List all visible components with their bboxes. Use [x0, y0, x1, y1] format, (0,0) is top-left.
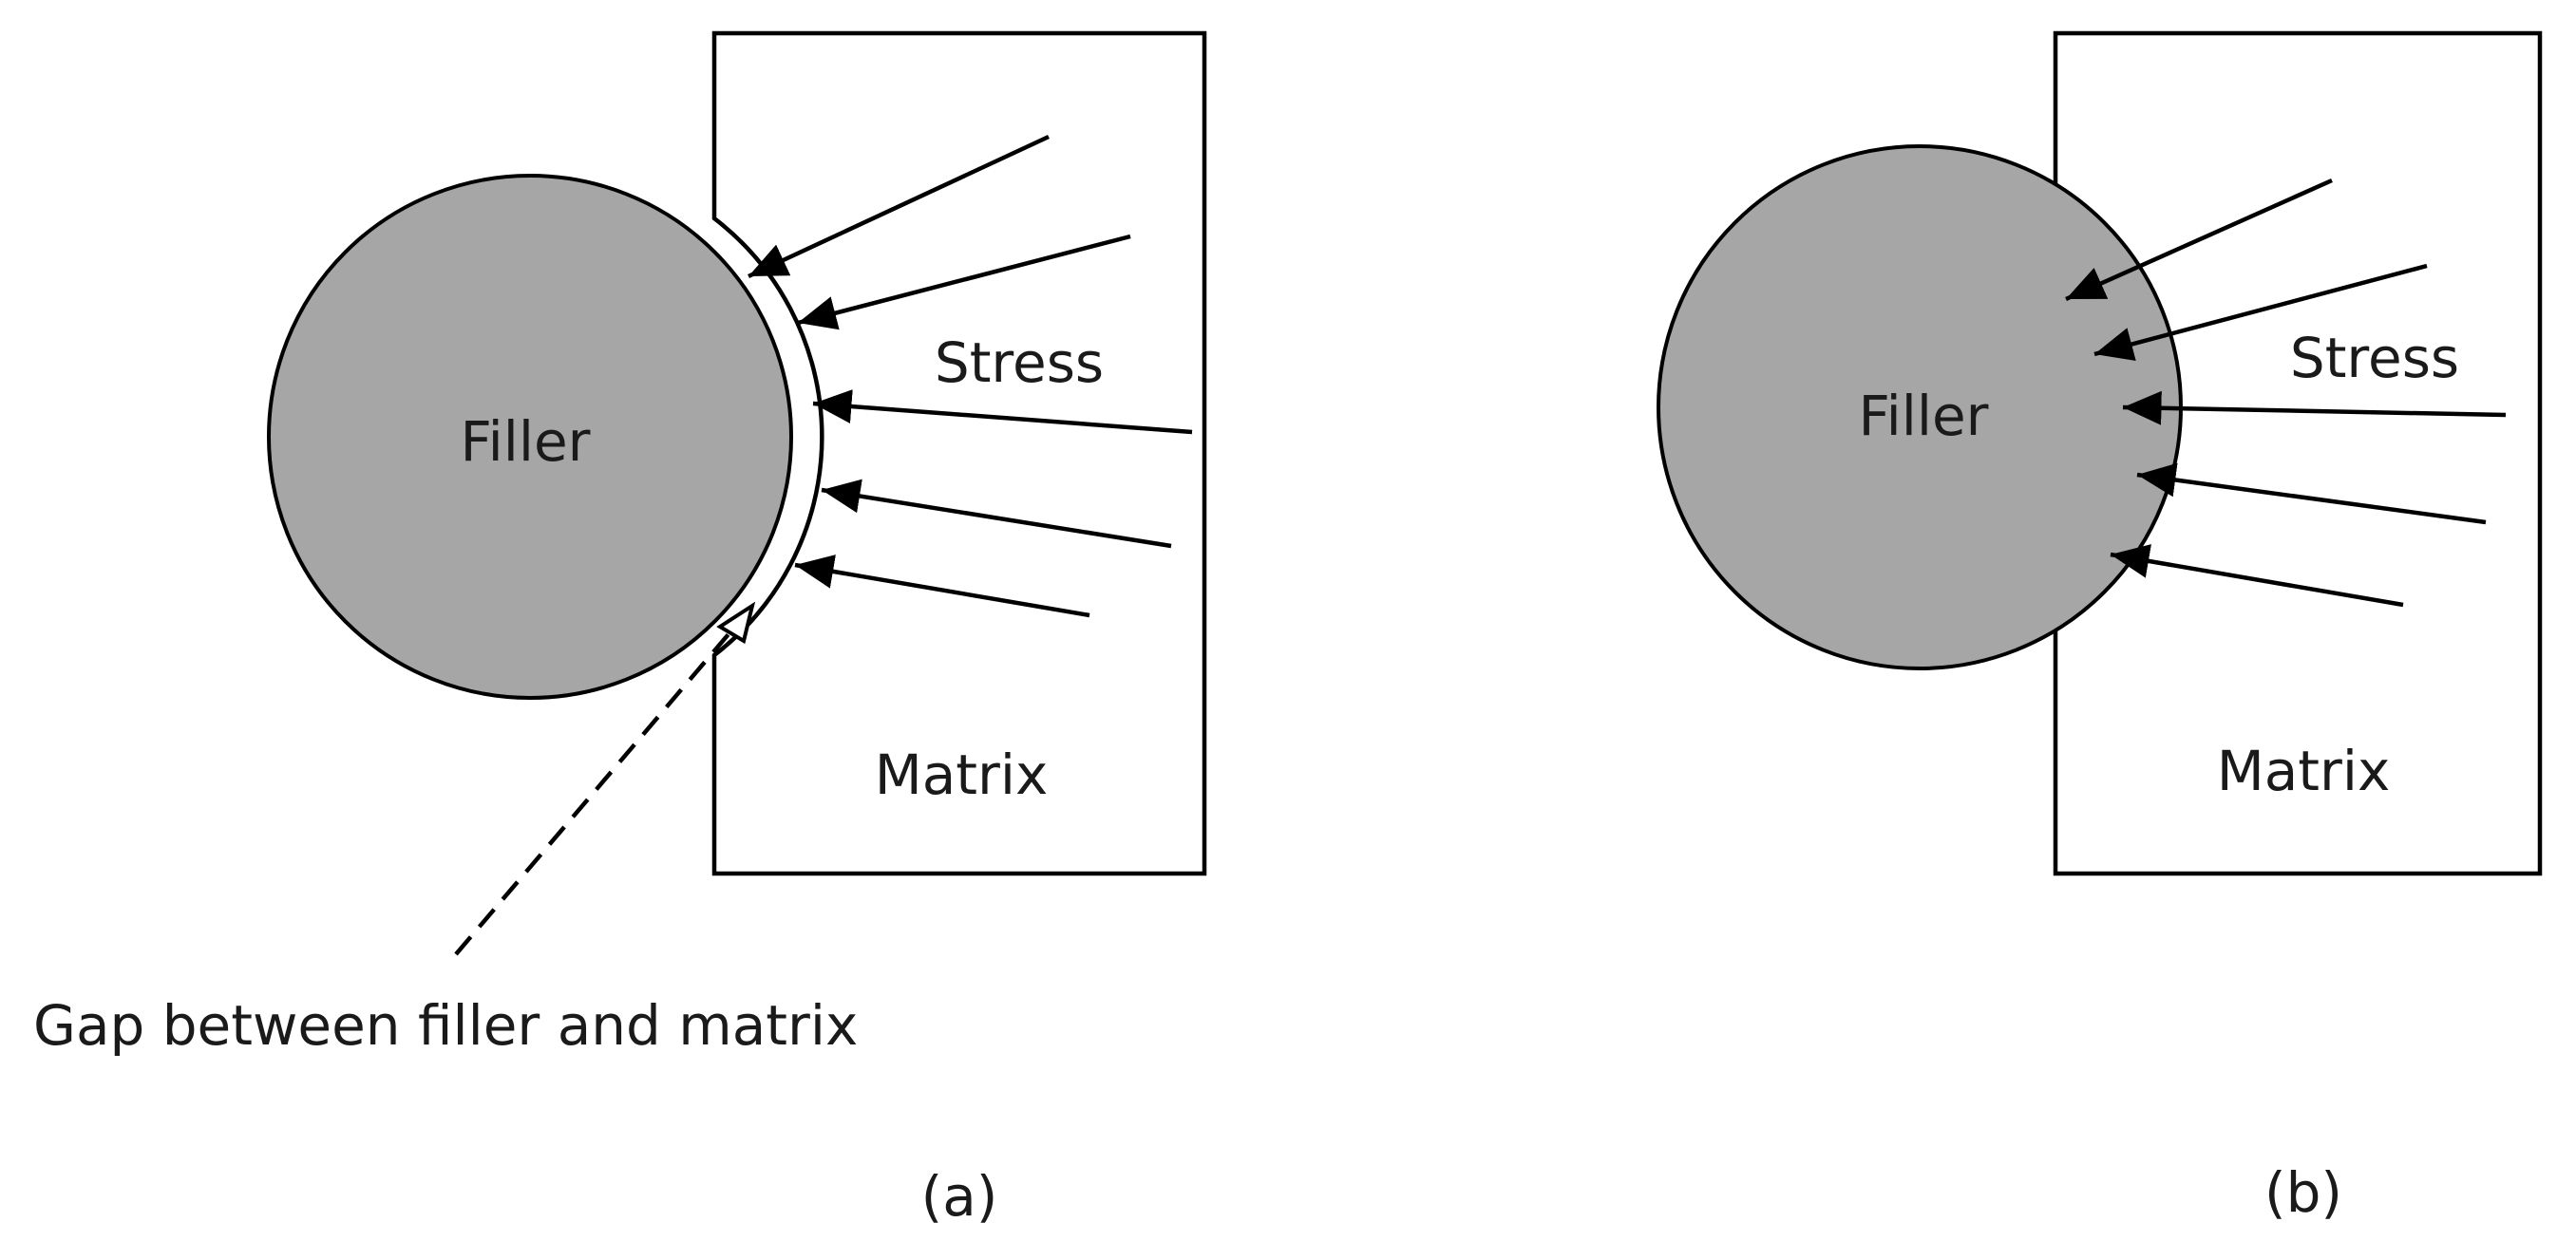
stress-arrow	[794, 555, 1090, 618]
matrix-a-block	[711, 30, 1207, 876]
stress-arrow	[748, 134, 1050, 279]
panel-b: Filler Stress Matrix (b)	[1657, 30, 2543, 1225]
caption-a: (a)	[921, 1164, 998, 1229]
matrix-a-label: Matrix	[875, 743, 1049, 807]
stress-arrows-b	[2065, 178, 2507, 608]
stress-arrow	[2136, 462, 2487, 525]
gap-leader-dashed	[454, 620, 741, 956]
filler-a-circle	[267, 174, 793, 700]
stress-arrow	[2122, 390, 2507, 425]
caption-b: (b)	[2264, 1160, 2342, 1225]
stress-arrow	[2110, 544, 2404, 608]
filler-b-label: Filler	[1858, 384, 1988, 448]
matrix-b-label: Matrix	[2217, 739, 2391, 803]
stress-arrow	[2093, 263, 2428, 361]
gap-pointer-head	[716, 601, 756, 645]
stress-arrow	[812, 389, 1193, 435]
stress-arrow	[797, 234, 1131, 330]
stress-arrow	[821, 479, 1172, 549]
filler-a-label: Filler	[460, 409, 590, 474]
gap-annotation: Gap between filler and matrix	[33, 993, 858, 1058]
stress-arrow	[2065, 178, 2333, 302]
stress-arrows-a	[748, 134, 1193, 618]
stress-b-label: Stress	[2290, 326, 2459, 390]
stress-a-label: Stress	[935, 330, 1104, 395]
panel-a: Filler Stress Matrix Gap between filler …	[33, 30, 1207, 1229]
